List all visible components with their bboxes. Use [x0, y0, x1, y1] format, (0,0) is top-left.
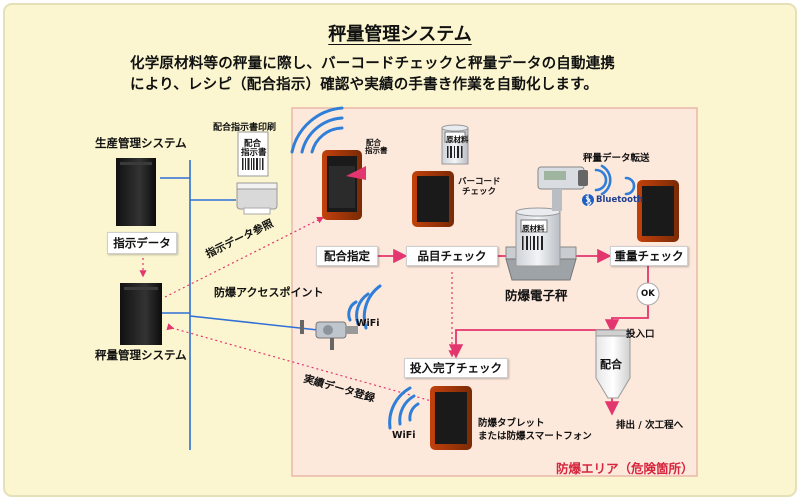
ok-label: OK — [641, 289, 655, 299]
hazard-area-label: 防爆エリア（危険箇所） — [556, 461, 694, 476]
sheet-header: 配合 — [244, 139, 262, 149]
tablet-sheet-label: 配合 — [366, 138, 381, 147]
next-process-label: 排出 / 次工程へ — [616, 420, 684, 431]
subtitle-line-1: 化学原材料等の秤量に際し、バーコードチェックと秤量データの自動連携 — [130, 56, 616, 72]
wifi-icon — [388, 386, 420, 430]
tablet-icon — [430, 386, 472, 450]
blend-label: 配合 — [600, 358, 622, 371]
barcode-check-label-2: チェック — [462, 187, 497, 197]
barrel-icon — [441, 124, 469, 165]
access-point-label: 防爆アクセスポイント — [214, 286, 324, 299]
instruction-sheet-icon — [237, 131, 269, 177]
scale-raw-material-label: 原材料 — [522, 224, 545, 233]
input-done-box: 投入完了チェック — [404, 358, 508, 378]
barcode-check-label: バーコード — [458, 177, 501, 187]
data-transfer-label: 秤量データ転送 — [583, 153, 650, 164]
scale-indicator-icon — [537, 166, 588, 211]
tablet-sheet-label-2: 指示書 — [365, 146, 388, 155]
wifi-icon — [347, 284, 382, 330]
production-system-label: 生産管理システム — [95, 136, 187, 150]
instruction-data-box: 指示データ — [107, 232, 177, 254]
bluetooth-label: Bluetooth — [596, 195, 644, 205]
data-flow-lines — [139, 216, 456, 403]
scale-label: 防爆電子秤 — [505, 288, 568, 303]
printer-icon — [236, 182, 278, 215]
wifi-icon — [594, 164, 636, 196]
network-lines — [160, 160, 319, 450]
hopper-icon — [595, 329, 631, 399]
access-point-icon — [300, 320, 358, 350]
server-icon — [120, 283, 162, 345]
sheet-header-2: 指示書 — [241, 148, 267, 158]
inlet-label: 投入口 — [626, 329, 655, 340]
tablet-label-2: または防爆スマートフォン — [478, 431, 592, 442]
print-instruction-label: 配合指示書印刷 — [213, 123, 277, 133]
tablet-icon — [412, 171, 454, 227]
item-check-box: 品目チェック — [406, 246, 498, 266]
tablet-icon — [637, 180, 679, 242]
tablet-label: 防爆タブレット — [478, 418, 545, 429]
bluetooth-icon — [582, 194, 594, 208]
weighing-system-label: 秤量管理システム — [95, 348, 187, 362]
wifi-icon — [290, 106, 344, 154]
subtitle-line-2: により、レシピ（配合指示）確認や実績の手書き作業を自動化します。 — [130, 77, 599, 93]
blend-instruction-box: 配合指定 — [316, 246, 378, 266]
tablet-icon — [322, 150, 366, 220]
weight-check-box: 重量チェック — [610, 246, 688, 266]
raw-material-label: 原材料 — [446, 135, 469, 144]
wifi-tablet-label: WiFi — [392, 430, 416, 441]
wifi-ap-label: WiFi — [356, 318, 380, 329]
server-icon — [116, 158, 156, 226]
scale-icon — [505, 207, 577, 281]
page-title: 秤量管理システム — [328, 24, 472, 45]
ok-badge — [636, 282, 660, 306]
